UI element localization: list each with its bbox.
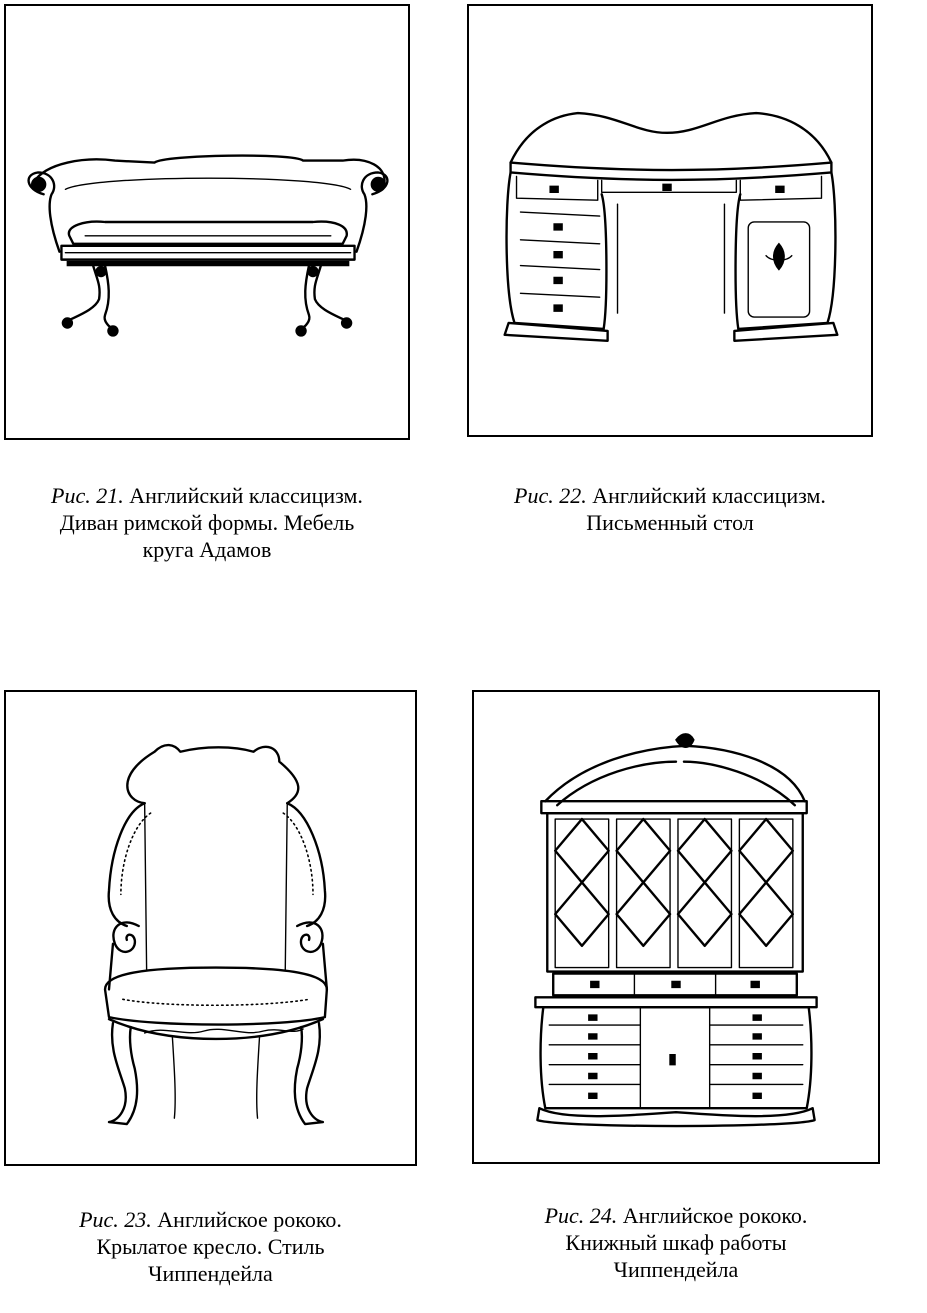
figure-24-frame	[472, 690, 880, 1164]
figure-22-caption-line-1: Рис. 22. Английский классицизм.	[467, 482, 873, 509]
figure-24-text-3: Чиппендейла	[613, 1257, 739, 1282]
figure-23-caption: Рис. 23. Английское рококо. Крылатое кре…	[4, 1206, 417, 1287]
figure-21-text-3: круга Адамов	[142, 537, 272, 562]
bookcase-icon	[534, 733, 818, 1128]
figure-24-caption: Рис. 24. Английское рококо. Книжный шкаф…	[472, 1202, 880, 1283]
figure-22-caption: Рис. 22. Английский классицизм. Письменн…	[467, 482, 873, 536]
figure-21-frame	[4, 4, 410, 440]
figure-22-frame	[467, 4, 873, 437]
figure-23-text-2: Крылатое кресло. Стиль	[96, 1234, 325, 1259]
figure-21-caption-line-1: Рис. 21. Английский классицизм.	[4, 482, 410, 509]
figure-22-text-2: Письменный стол	[586, 510, 754, 535]
figure-24-text-2: Книжный шкаф работы	[565, 1230, 787, 1255]
writing-desk-icon	[503, 111, 839, 342]
figure-23-text-3: Чиппендейла	[148, 1261, 273, 1286]
figure-21-label: Рис. 21.	[51, 483, 124, 508]
figure-22-text-1: Английский классицизм.	[592, 483, 826, 508]
figure-23-caption-line-1: Рис. 23. Английское рококо.	[4, 1206, 417, 1233]
figure-23-label: Рис. 23.	[79, 1207, 152, 1232]
figure-21-caption: Рис. 21. Английский классицизм. Диван ри…	[4, 482, 410, 563]
figure-23-text-1: Английское рококо.	[157, 1207, 342, 1232]
figure-24-text-1: Английское рококо.	[622, 1203, 808, 1228]
figure-24-label: Рис. 24.	[544, 1203, 618, 1228]
wing-chair-icon	[103, 743, 329, 1126]
figure-23-frame	[4, 690, 417, 1166]
figure-24-caption-line-1: Рис. 24. Английское рококо.	[472, 1202, 880, 1229]
figure-21-text-2: Диван римской формы. Мебель	[59, 510, 355, 535]
figure-21-text-1: Английский классицизм.	[129, 483, 363, 508]
figure-22-label: Рис. 22.	[514, 483, 587, 508]
roman-sofa-icon	[27, 154, 389, 337]
